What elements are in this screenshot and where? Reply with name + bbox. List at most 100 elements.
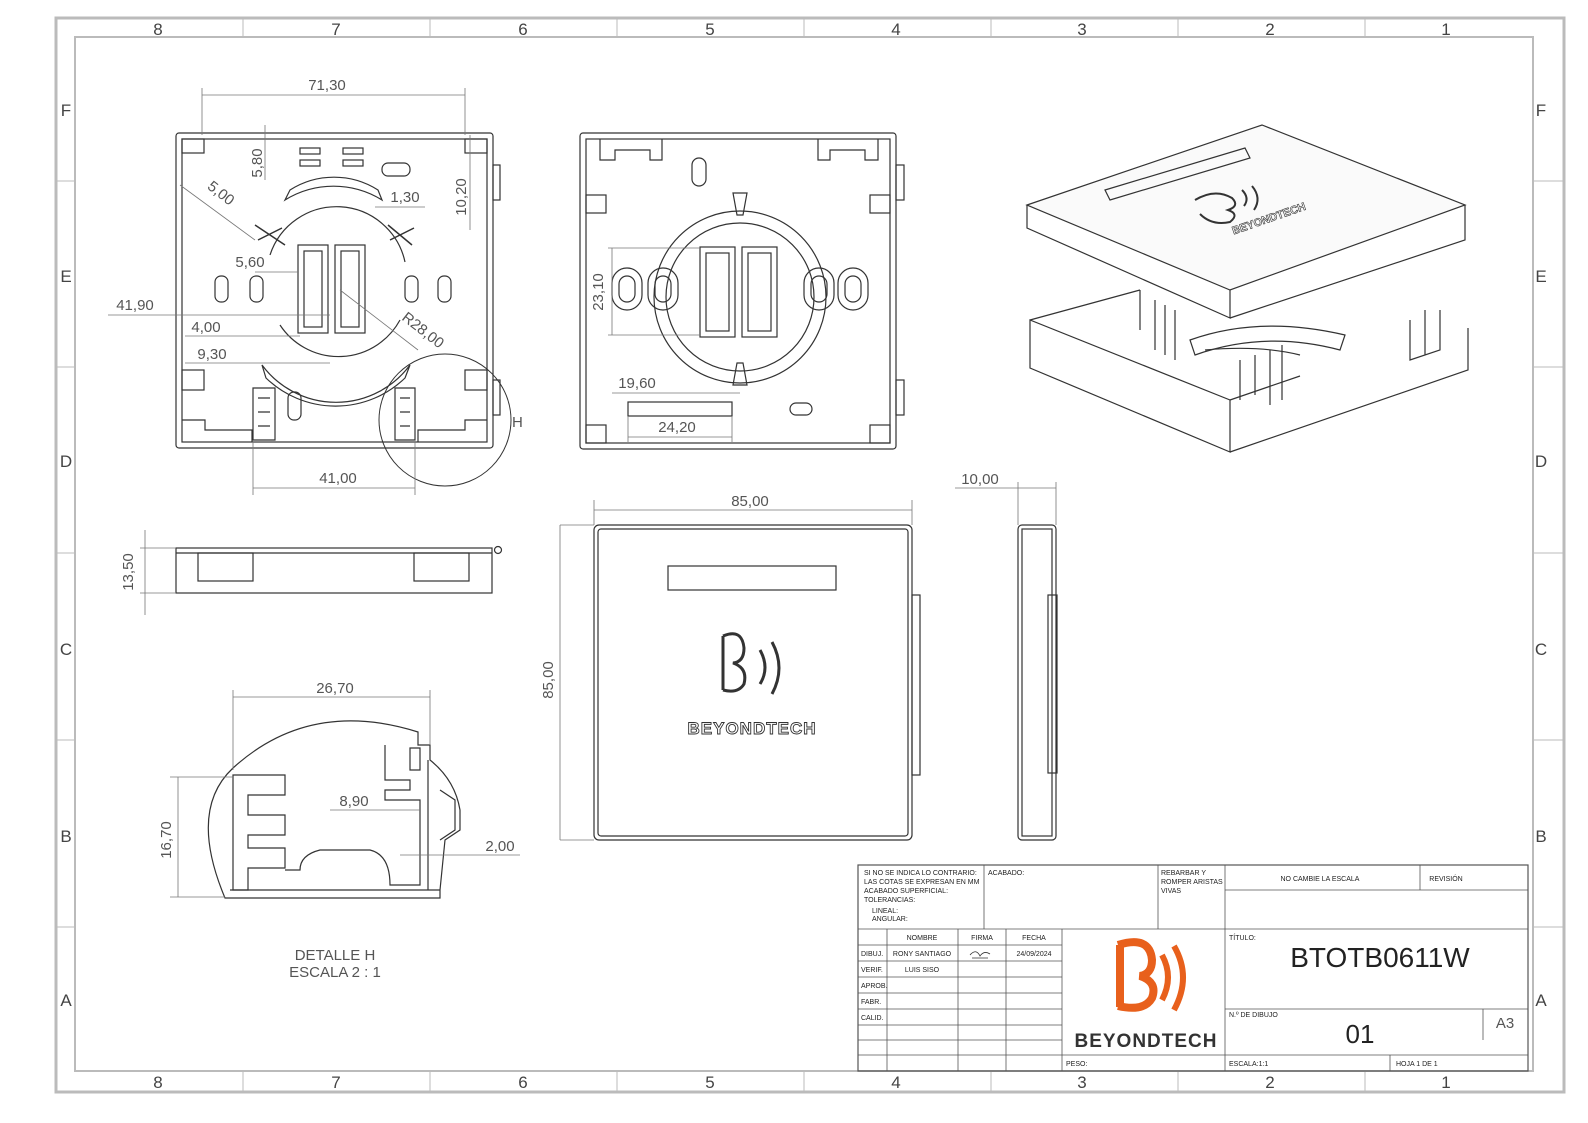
zone-col-2-top: 2 [1265, 20, 1274, 39]
note-line-1: SI NO SE INDICA LO CONTRARIO: [864, 870, 977, 877]
zone-ticks [56, 18, 1564, 1092]
n-dibujo-label: N.º DE DIBUJO [1229, 1012, 1278, 1019]
dimension-lines-detail [170, 690, 520, 898]
detail-marker-h: H [512, 414, 523, 431]
cover-logo: BEYONDTECH [687, 632, 816, 738]
acabado-label: ACABADO: [988, 870, 1024, 877]
dimension-texts-view2: 23,10 19,60 24,20 [590, 273, 696, 436]
base-bottom-view [579, 132, 905, 450]
dim-5-60: 5,60 [235, 254, 264, 271]
dim-r28-00: R28,00 [398, 309, 447, 352]
col-firma: FIRMA [971, 935, 993, 942]
zone-col-5-top: 5 [705, 20, 714, 39]
zone-col-3-top: 3 [1077, 20, 1086, 39]
note-line-4: TOLERANCIAS: [864, 897, 915, 904]
cover-front-view [593, 524, 921, 841]
dim-5-80: 5,80 [249, 148, 266, 177]
dim-13-50: 13,50 [120, 553, 137, 591]
col-nombre: NOMBRE [907, 935, 938, 942]
dim-16-70: 16,70 [158, 821, 175, 859]
zone-row-a-left: A [60, 991, 72, 1010]
zone-col-6-bottom: 6 [518, 1073, 527, 1092]
detail-title: DETALLE H [295, 947, 376, 964]
row-aprob-label: APROB. [861, 983, 888, 990]
zone-row-e-right: E [1535, 267, 1546, 286]
detail-label: DETALLE H ESCALA 2 : 1 [289, 947, 381, 981]
cover-brand-text: BEYONDTECH [687, 719, 816, 738]
zone-col-3-bottom: 3 [1077, 1073, 1086, 1092]
drawing-number: 01 [1346, 1019, 1375, 1049]
dim-9-30: 9,30 [197, 346, 226, 363]
dim-85-00-width: 85,00 [731, 493, 769, 510]
row-dibuj-nombre: RONY SANTIAGO [893, 951, 952, 958]
dimension-lines-view2 [608, 247, 740, 442]
sheet-format: A3 [1496, 1015, 1514, 1032]
zone-col-1-top: 1 [1441, 20, 1450, 39]
dim-26-70: 26,70 [316, 680, 354, 697]
zone-col-6-top: 6 [518, 20, 527, 39]
dim-41-00: 41,00 [319, 470, 357, 487]
title-block-signatures: NOMBRE FIRMA FECHA DIBUJ. RONY SANTIAGO … [861, 933, 1438, 1068]
dim-4-00: 4,00 [191, 319, 220, 336]
dimension-texts-detail: 26,70 16,70 8,90 2,00 [158, 680, 515, 859]
zone-col-7-top: 7 [331, 20, 340, 39]
title-block-notes: SI NO SE INDICA LO CONTRARIO: LAS COTAS … [864, 870, 1463, 923]
detail-scale: ESCALA 2 : 1 [289, 964, 381, 981]
dim-10-00: 10,00 [961, 471, 999, 488]
hoja-label: HOJA 1 DE 1 [1396, 1061, 1438, 1068]
row-fabr-label: FABR. [861, 999, 881, 1006]
zone-row-f-left: F [61, 101, 71, 120]
isometric-view [1025, 124, 1469, 453]
dim-10-20: 10,20 [453, 178, 470, 216]
signature-mark [969, 951, 991, 959]
dim-1-30: 1,30 [390, 189, 419, 206]
detail-circle-h [378, 353, 512, 487]
dimension-10-00 [955, 482, 1057, 525]
zone-col-5-bottom: 5 [705, 1073, 714, 1092]
dimension-lines-view4 [559, 500, 913, 841]
rebarbar-line-1: REBARBAR Y [1161, 870, 1206, 877]
note-line-6: ANGULAR: [872, 916, 908, 923]
no-cambie-escala: NO CAMBIE LA ESCALA [1281, 876, 1360, 883]
base-side-view [175, 545, 503, 594]
row-verif-label: VERIF. [861, 967, 883, 974]
dim-2-00: 2,00 [485, 838, 514, 855]
zone-row-c-left: C [60, 640, 72, 659]
dimension-lines-view1 [108, 88, 471, 495]
zone-row-f-right: F [1536, 101, 1546, 120]
zone-col-8-top: 8 [153, 20, 162, 39]
rebarbar-line-3: VIVAS [1161, 888, 1181, 895]
row-dibuj-label: DIBUJ. [861, 951, 883, 958]
dim-5-00: 5,00 [204, 178, 237, 209]
title-block-lines [857, 864, 1529, 1072]
title-block-logo: BEYONDTECH [1074, 938, 1217, 1052]
titulo-label: TÍTULO: [1229, 933, 1256, 942]
dim-8-90: 8,90 [339, 793, 368, 810]
zone-col-8-bottom: 8 [153, 1073, 162, 1092]
zone-labels: 8 7 6 5 4 3 2 1 8 7 6 5 4 3 2 1 F E D C … [60, 20, 1547, 1092]
dim-41-90: 41,90 [116, 297, 154, 314]
zone-row-d-left: D [60, 452, 72, 471]
zone-row-c-right: C [1535, 640, 1547, 659]
row-dibuj-fecha: 24/09/2024 [1016, 951, 1051, 958]
detail-h-view [207, 720, 461, 899]
zone-row-a-right: A [1535, 991, 1547, 1010]
title-block-brand-text: BEYONDTECH [1074, 1031, 1217, 1052]
dimension-13-50 [140, 530, 176, 615]
base-top-view [175, 132, 501, 449]
row-verif-nombre: LUIS SISO [905, 967, 940, 974]
cover-side-view [1017, 524, 1058, 841]
note-line-5: LINEAL: [872, 908, 898, 915]
drawing-title: BTOTB0611W [1290, 942, 1470, 973]
dim-24-20: 24,20 [658, 419, 696, 436]
zone-col-1-bottom: 1 [1441, 1073, 1450, 1092]
peso-label: PESO: [1066, 1061, 1087, 1068]
zone-row-b-right: B [1535, 827, 1546, 846]
zone-row-e-left: E [60, 267, 71, 286]
col-fecha: FECHA [1022, 935, 1046, 942]
zone-col-2-bottom: 2 [1265, 1073, 1274, 1092]
zone-row-d-right: D [1535, 452, 1547, 471]
dim-71-30: 71,30 [308, 77, 346, 94]
rebarbar-line-2: ROMPER ARISTAS [1161, 879, 1223, 886]
